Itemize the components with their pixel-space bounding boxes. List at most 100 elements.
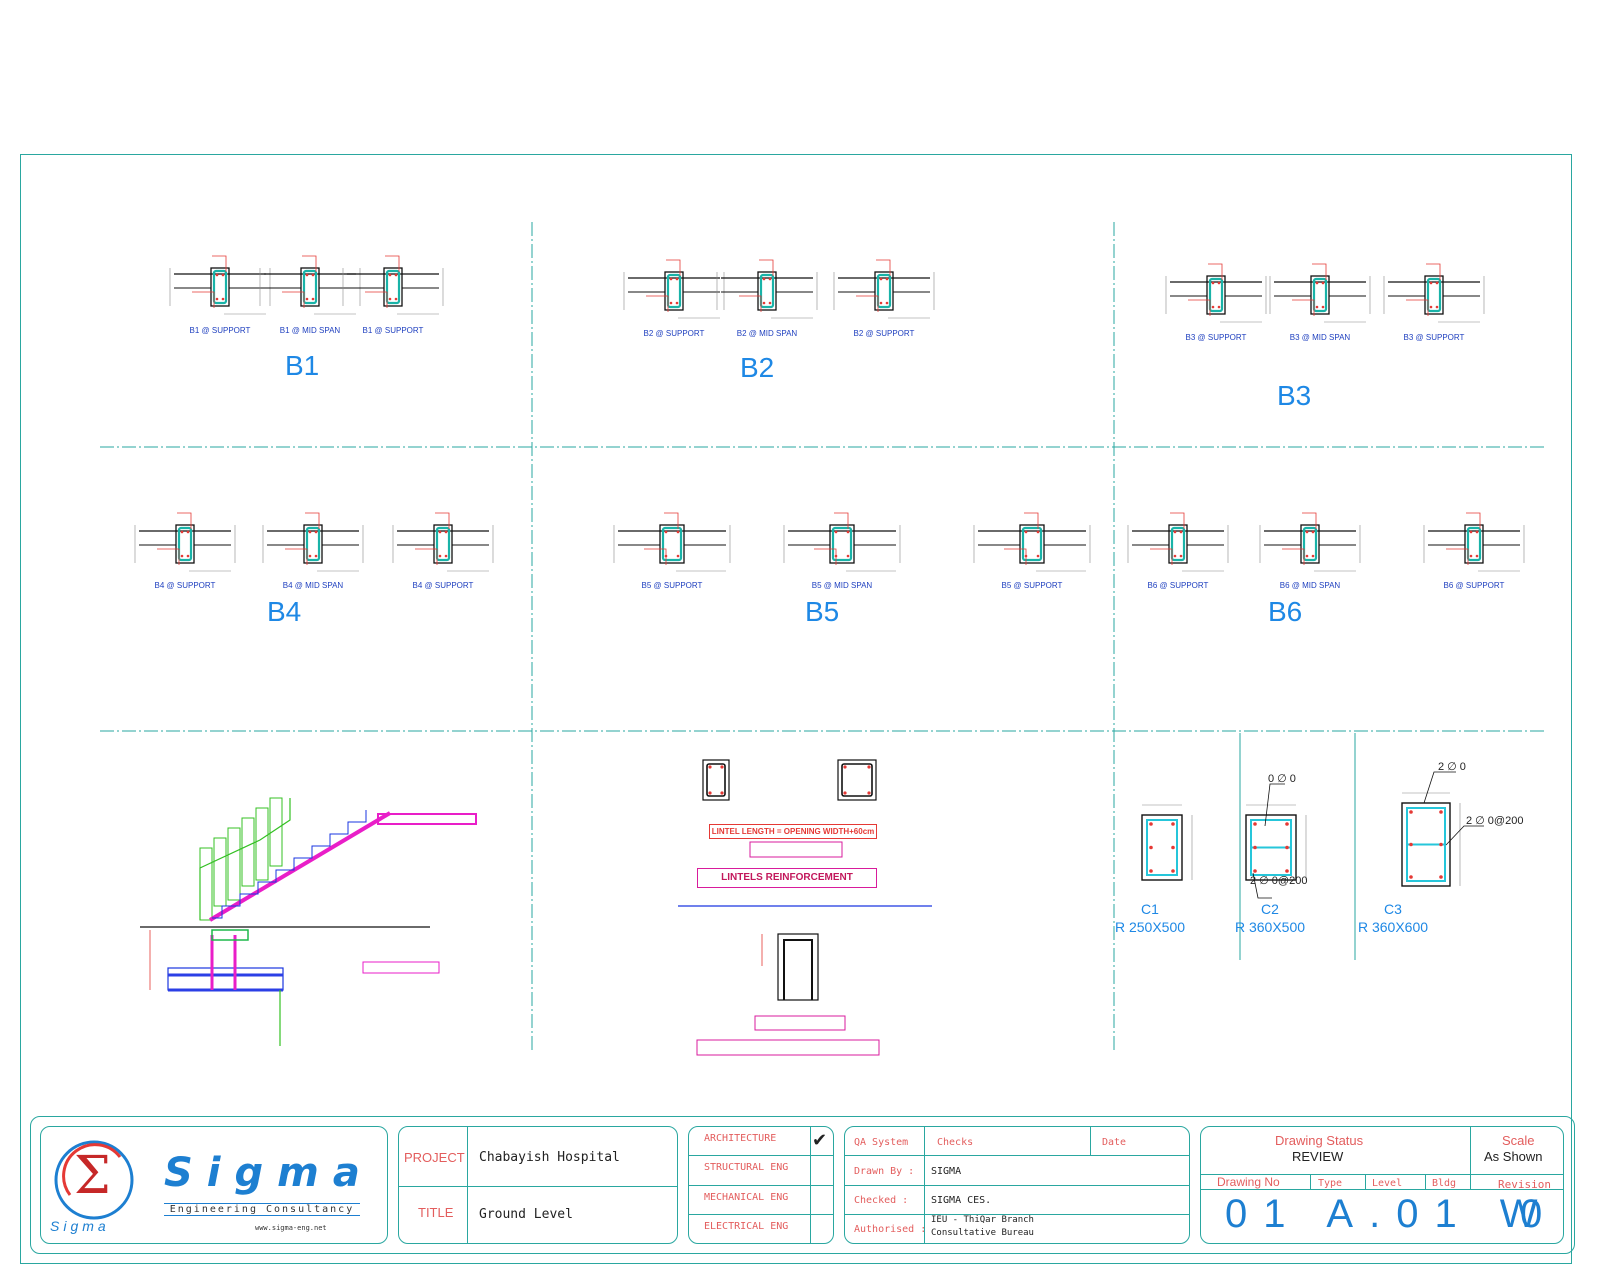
beam-section-12-stirrup bbox=[661, 526, 683, 562]
lintel-arabic-title-box bbox=[749, 841, 843, 858]
beam-section-5-outline bbox=[874, 271, 894, 311]
title-block-outer bbox=[30, 1116, 1575, 1254]
beam-section-2-bar-2 bbox=[388, 297, 392, 301]
column-c2-side-leader bbox=[1252, 872, 1272, 899]
beam-section-11-label: B4 @ SUPPORT bbox=[413, 581, 474, 590]
beam-section-11-bar-2 bbox=[438, 554, 442, 558]
beam-section-17-leader-bottom bbox=[1446, 548, 1469, 565]
beam-section-6-outline bbox=[1206, 275, 1226, 315]
drawing-sheet-frame bbox=[20, 154, 1572, 1264]
stair-footing bbox=[167, 967, 284, 991]
beam-section-10-bar-1 bbox=[314, 530, 318, 534]
beam-section-4-bar-2 bbox=[762, 301, 766, 305]
beam-section-9-bar-3 bbox=[186, 554, 190, 558]
beam-section-11-bar-3 bbox=[444, 554, 448, 558]
beam-section-9-bar-2 bbox=[180, 554, 184, 558]
beam-label-b2: B2 bbox=[740, 352, 775, 383]
qa-system-label: QA System bbox=[854, 1137, 909, 1148]
beam-section-4-leader-top bbox=[759, 259, 774, 276]
project-panel bbox=[398, 1126, 678, 1244]
beam-section-2-leader-top bbox=[385, 255, 400, 272]
beam-section-12-outline bbox=[659, 524, 685, 564]
authorised-value-2: Consultative Bureau bbox=[931, 1228, 1034, 1238]
beam-section-13-bar-0 bbox=[834, 530, 838, 534]
beam-section-6-bar-1 bbox=[1217, 281, 1221, 285]
qa-divider-1 bbox=[844, 1155, 1190, 1156]
beam-section-3-bar-2 bbox=[669, 301, 673, 305]
stair-railing-panel-4 bbox=[255, 807, 269, 881]
beam-section-1-outline bbox=[300, 267, 320, 307]
beam-section-7-leader-bottom bbox=[1292, 299, 1315, 316]
column-c2-top-note: 0 ∅ 0 bbox=[1268, 773, 1296, 785]
beam-section-0-label: B1 @ SUPPORT bbox=[190, 326, 251, 335]
beam-section-17-bar-2 bbox=[1469, 554, 1473, 558]
beam-section-6-bar-0 bbox=[1211, 281, 1215, 285]
drawing-number-value: 01 A.01 W bbox=[1225, 1192, 1554, 1236]
beam-section-17-stirrup bbox=[1466, 526, 1482, 562]
beam-section-15-outline bbox=[1168, 524, 1188, 564]
type-label: Type bbox=[1318, 1178, 1343, 1189]
column-c2-bar-5 bbox=[1285, 845, 1289, 850]
beam-section-17-outline bbox=[1464, 524, 1484, 564]
qa-divider-2 bbox=[844, 1185, 1190, 1186]
beam-section-8-leader-top bbox=[1426, 263, 1441, 280]
beam-section-17-leader-top bbox=[1466, 512, 1481, 529]
beam-section-11-leader-bottom bbox=[415, 548, 438, 565]
column-c1-bar-5 bbox=[1171, 845, 1175, 850]
beam-section-12-leader-top bbox=[664, 512, 679, 529]
qa-divider-3 bbox=[844, 1214, 1190, 1215]
stair-railing-panel-5 bbox=[269, 797, 283, 867]
level-label: Level bbox=[1372, 1178, 1403, 1189]
beam-section-10-leader-bottom bbox=[285, 548, 308, 565]
column-c3-bar-0 bbox=[1409, 810, 1413, 814]
column-c2-bar-4 bbox=[1253, 845, 1257, 850]
beam-section-10-outline bbox=[303, 524, 323, 564]
lintel-bar-1 bbox=[720, 765, 724, 769]
column-c2-bar-1 bbox=[1285, 822, 1289, 826]
beam-section-14-bar-0 bbox=[1024, 530, 1028, 534]
beam-section-5-stirrup bbox=[876, 273, 892, 309]
beam-section-3-label: B2 @ SUPPORT bbox=[644, 329, 705, 338]
beam-section-0-bar-3 bbox=[221, 297, 225, 301]
beam-section-0-bar-2 bbox=[215, 297, 219, 301]
stair-waist-slab bbox=[208, 811, 392, 922]
beam-section-2-bar-1 bbox=[394, 273, 398, 277]
beam-section-16-bar-2 bbox=[1305, 554, 1309, 558]
beam-section-5-label: B2 @ SUPPORT bbox=[854, 329, 915, 338]
beam-section-17-bar-0 bbox=[1469, 530, 1473, 534]
project-divider-v bbox=[467, 1126, 468, 1244]
column-c2-bar-2 bbox=[1253, 869, 1257, 873]
revision-value: 0 bbox=[1520, 1192, 1543, 1236]
beam-section-8-label: B3 @ SUPPORT bbox=[1404, 333, 1465, 342]
column-c1-name: C1 bbox=[1141, 901, 1159, 917]
column-c3-outline bbox=[1401, 802, 1451, 887]
beam-section-1-label: B1 @ MID SPAN bbox=[280, 326, 341, 335]
beam-section-1-leader-top bbox=[302, 255, 317, 272]
beam-section-6-leader-top bbox=[1208, 263, 1223, 280]
lintel-bar-5 bbox=[867, 765, 871, 769]
beam-section-10-stirrup bbox=[305, 526, 321, 562]
beam-section-9-outline bbox=[175, 524, 195, 564]
beam-section-5-bar-2 bbox=[879, 301, 883, 305]
column-c2-bar-3 bbox=[1285, 869, 1289, 873]
beam-section-2-outline bbox=[383, 267, 403, 307]
column-c1-bar-4 bbox=[1149, 845, 1153, 850]
bldg-label: Bldg bbox=[1432, 1178, 1457, 1189]
column-c3-side-note: 2 ∅ 0@200 bbox=[1466, 815, 1524, 827]
discipline-divider-2 bbox=[688, 1185, 834, 1186]
beam-section-12-label: B5 @ SUPPORT bbox=[642, 581, 703, 590]
beam-section-13-outline bbox=[829, 524, 855, 564]
beam-section-9-stirrup bbox=[177, 526, 193, 562]
revision-label: Revision bbox=[1498, 1178, 1551, 1191]
column-c2-outline bbox=[1245, 814, 1297, 881]
beam-section-16-leader-top bbox=[1302, 512, 1317, 529]
lintel-1-outline bbox=[702, 759, 730, 801]
stair-landing bbox=[377, 813, 477, 825]
lintel-length-note: LINTEL LENGTH = OPENING WIDTH+60cm bbox=[709, 824, 877, 839]
stair-railing-panel-0 bbox=[199, 847, 213, 921]
beam-section-17-label: B6 @ SUPPORT bbox=[1444, 581, 1505, 590]
beam-section-3-bar-1 bbox=[675, 277, 679, 281]
beam-section-3-leader-bottom bbox=[646, 295, 669, 312]
beam-section-15-leader-bottom bbox=[1150, 548, 1173, 565]
beam-section-14-bar-2 bbox=[1024, 554, 1028, 558]
